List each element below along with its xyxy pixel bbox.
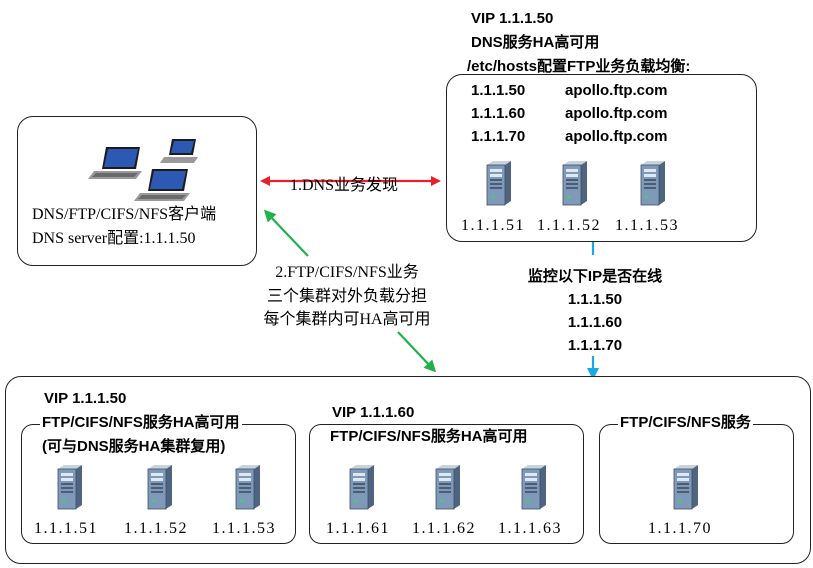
hosts-ip: 1.1.1.60 [471,105,526,122]
client-dns-config: DNS server配置:1.1.1.50 [32,230,196,247]
service-label-line2: 三个集群对外负载分担 [266,288,427,305]
cluster-2-box: 1.1.1.61 1.1.1.62 1.1.1.63 [309,424,584,544]
hosts-ip: 1.1.1.50 [471,82,526,99]
server-tower-icon [562,161,587,206]
server-tower-icon [349,465,374,510]
server-ip: 1.1.1.52 [124,520,188,537]
monitor-ip: 1.1.1.70 [567,337,623,354]
cluster-2-title: FTP/CIFS/NFS服务HA高可用 [328,428,530,445]
dns-discovery-label: 1.DNS业务发现 [290,177,399,194]
laptop-group [88,139,198,201]
monitor-ip: 1.1.1.60 [567,314,623,331]
hosts-domain: apollo.ftp.com [565,82,668,99]
server-ip: 1.1.1.61 [326,520,390,537]
server-tower-icon [147,465,172,510]
hosts-ip: 1.1.1.70 [471,128,526,145]
laptop-icon [160,139,198,163]
cluster-1-vip: VIP 1.1.1.50 [44,390,127,407]
client-label: DNS/FTP/CIFS/NFS客户端 [32,206,217,223]
cluster-2-server-group [349,465,546,510]
dns-cluster-title: DNS服务HA高可用 [471,34,600,51]
client-box: DNS/FTP/CIFS/NFS客户端 DNS server配置:1.1.1.5… [17,116,257,266]
server-tower-icon [57,465,82,510]
server-tower-icon [640,161,665,206]
server-ip: 1.1.1.70 [648,520,712,537]
server-ip: 1.1.1.52 [537,217,601,234]
laptop-icon [134,169,190,201]
cluster-3-title: FTP/CIFS/NFS服务 [618,414,753,431]
cluster-3-box: 1.1.1.70 [599,424,794,544]
server-ip: 1.1.1.53 [615,217,679,234]
hosts-domain: apollo.ftp.com [565,128,668,145]
service-label-line3: 每个集群内可HA高可用 [263,311,431,328]
laptop-icon [88,147,142,179]
server-tower-icon [235,465,260,510]
server-ip: 1.1.1.51 [34,520,98,537]
service-arrow-upper [263,209,309,257]
server-ip: 1.1.1.63 [498,520,562,537]
dns-cluster-box: 1.1.1.50 apollo.ftp.com 1.1.1.60 apollo.… [446,74,757,242]
dns-server-group [486,161,665,206]
cluster-3-server-group [673,465,698,510]
cluster-1-note: (可与DNS服务HA集群复用) [40,438,228,455]
hosts-domain: apollo.ftp.com [565,105,668,122]
service-label-line1: 2.FTP/CIFS/NFS业务 [275,264,419,281]
service-clusters-container: VIP 1.1.1.50 [5,376,811,564]
cluster-1-server-group [57,465,260,510]
server-ip: 1.1.1.53 [212,520,276,537]
dns-vip: VIP 1.1.1.50 [471,10,554,27]
server-tower-icon [435,465,460,510]
cluster-1-title: FTP/CIFS/NFS服务HA高可用 [40,414,242,431]
server-tower-icon [486,161,511,206]
hosts-title: /etc/hosts配置FTP业务负载均衡: [467,58,691,75]
server-ip: 1.1.1.62 [412,520,476,537]
monitor-ip: 1.1.1.50 [567,291,623,308]
monitor-title: 监控以下IP是否在线 [527,268,663,285]
server-tower-icon [673,465,698,510]
server-ip: 1.1.1.51 [461,217,525,234]
server-tower-icon [521,465,546,510]
cluster-2-vip: VIP 1.1.1.60 [332,404,415,421]
service-arrow-lower [397,331,437,373]
